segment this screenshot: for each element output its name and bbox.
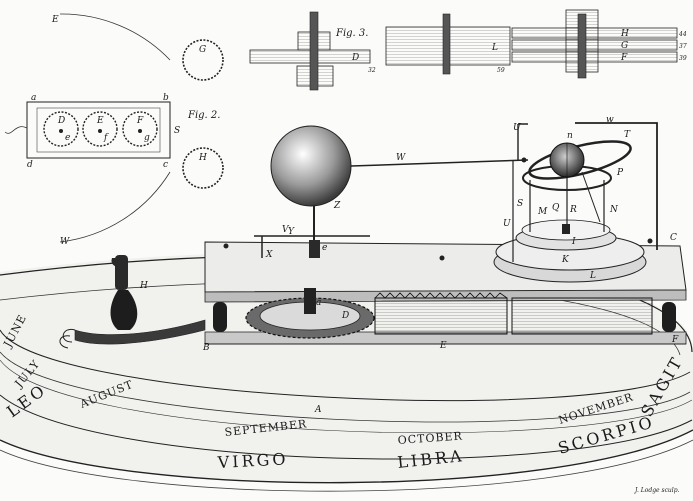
fig3-section-right	[511, 9, 678, 79]
fig3-section-left	[249, 11, 371, 91]
label-A: A	[314, 405, 322, 415]
label-K: K	[561, 255, 570, 265]
label-N: N	[609, 205, 619, 215]
fig2-label-f: f	[103, 133, 109, 143]
fig3-label-L: L	[491, 43, 498, 53]
fig3-num-59: 59	[497, 67, 505, 74]
fig2-label-e: e	[65, 133, 70, 143]
label-L: L	[589, 271, 596, 281]
label-F: F	[671, 335, 679, 345]
crank-handle	[59, 255, 206, 349]
gear-G	[182, 39, 224, 81]
fig2-label-g: g	[144, 133, 150, 143]
earth-mechanism	[493, 122, 658, 283]
sun-ball	[270, 125, 352, 207]
label-P: P	[616, 168, 624, 178]
fig2-circle	[59, 13, 171, 243]
gear-D	[245, 288, 375, 339]
fig2-label-d: d	[27, 160, 33, 170]
label-e: e	[322, 243, 327, 253]
label-B: B	[202, 343, 210, 353]
fig2-label-D: D	[57, 116, 65, 126]
label-n: n	[567, 131, 573, 141]
fig2-label-H: H	[198, 153, 207, 163]
fig2-label-F: F	[136, 116, 144, 126]
engraver-signature: J. Lodge sculp.	[633, 487, 680, 494]
fig3-label-F: F	[620, 53, 628, 63]
fig2-frame	[26, 101, 171, 159]
month-october: OCTOBER	[397, 429, 463, 447]
label-C: C	[670, 233, 677, 243]
fig3-num-37: 37	[679, 43, 687, 50]
zodiac-virgo: VIRGO	[216, 449, 289, 472]
gear-train	[374, 292, 653, 335]
fig3-num-32: 32	[368, 67, 376, 74]
fig2-label-a: a	[31, 93, 36, 103]
fig3-label-D: D	[351, 53, 359, 63]
label-M: M	[537, 207, 548, 217]
label-E: E	[439, 341, 447, 351]
label-U-top: U	[513, 123, 521, 133]
label-V: V	[282, 225, 290, 235]
fig2-wheels	[43, 111, 158, 147]
fig3-label-H: H	[620, 29, 629, 39]
fig2-label-W: W	[60, 237, 70, 247]
label-D: D	[341, 311, 349, 321]
fig2-lead-line	[4, 126, 28, 134]
fig2-label-E-wheel: E	[96, 116, 104, 126]
label-X: X	[265, 250, 273, 260]
label-I: I	[571, 237, 576, 247]
fig2-caption: Fig. 2.	[187, 110, 220, 121]
fig2-label-G: G	[199, 45, 206, 55]
label-Q: Q	[552, 203, 560, 213]
fig2-inner-frame	[36, 107, 161, 153]
fig2-label-S: S	[174, 126, 180, 136]
label-H: H	[139, 281, 148, 291]
fig2-label-b: b	[163, 93, 169, 103]
gear-H	[182, 147, 224, 189]
sun-stem-collar	[309, 240, 320, 258]
fig3-section-middle	[385, 13, 511, 75]
label-T: T	[624, 130, 631, 140]
label-Y: Y	[288, 227, 295, 237]
label-Z: Z	[333, 201, 341, 211]
label-S: S	[517, 199, 523, 209]
fig3-label-G: G	[621, 41, 628, 51]
label-U: U	[503, 219, 511, 229]
label-w: w	[606, 115, 614, 125]
fig3-caption: Fig. 3.	[335, 28, 368, 39]
fig3-num-44: 44	[678, 31, 687, 38]
label-W: W	[396, 153, 406, 163]
fig3-num-39: 39	[679, 55, 687, 62]
arm-W	[350, 159, 529, 167]
label-R: R	[569, 205, 577, 215]
fig2-label-c: c	[163, 160, 168, 170]
fig2-label-E: E	[51, 15, 59, 25]
label-a: a	[316, 298, 321, 308]
